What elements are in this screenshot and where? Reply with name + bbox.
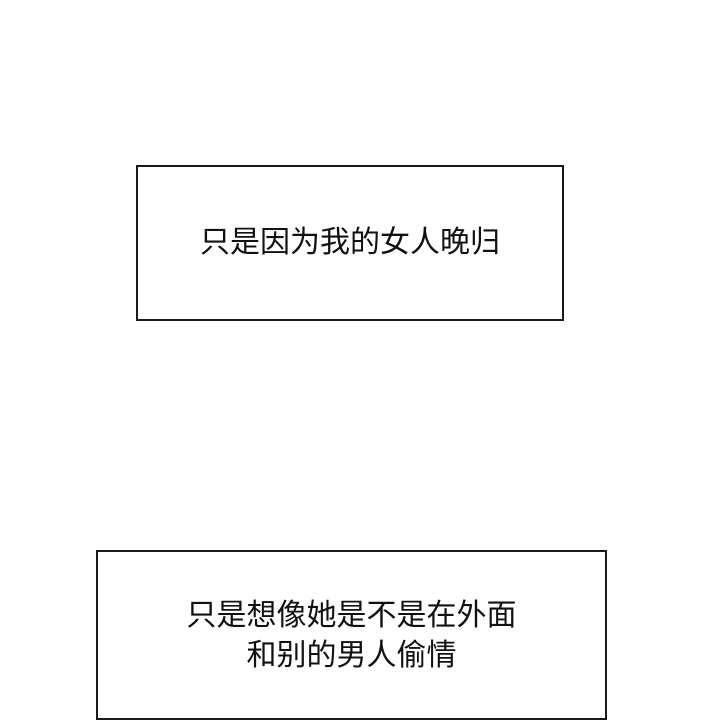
caption-text-line: 只是想像她是不是在外面 (186, 598, 517, 633)
caption-box-2: 只是想像她是不是在外面 和别的男人偷情 (96, 550, 607, 720)
caption-text-line: 和别的男人偷情 (246, 638, 457, 673)
caption-box-1: 只是因为我的女人晚归 (136, 165, 564, 321)
caption-text-line: 只是因为我的女人晚归 (200, 225, 500, 260)
